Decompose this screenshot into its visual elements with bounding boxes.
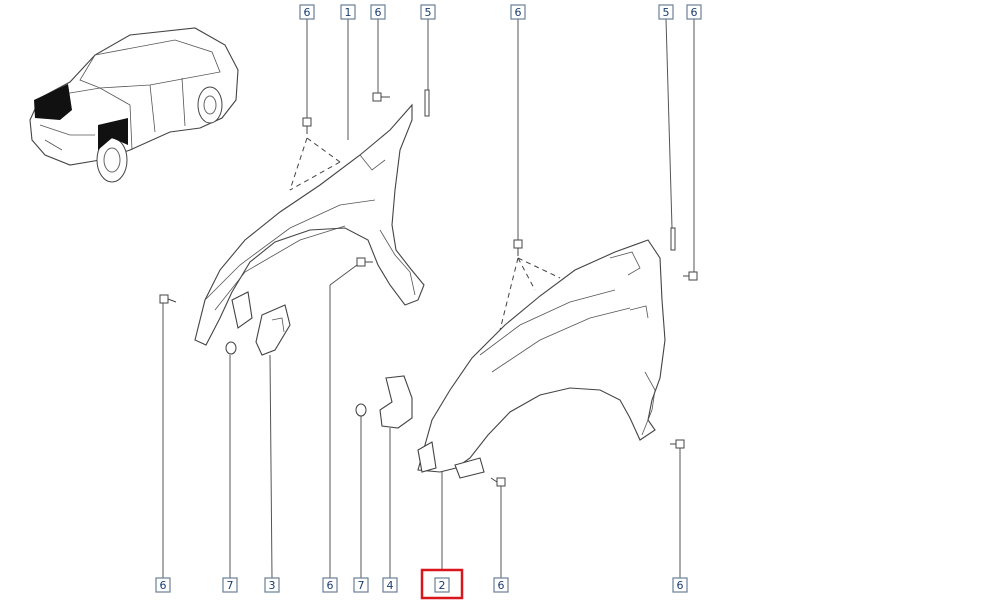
callout-top-4: 5 bbox=[420, 4, 436, 20]
fender-right bbox=[355, 239, 666, 479]
bolt-icon bbox=[159, 294, 177, 304]
callout-bottom-6: 4 bbox=[382, 577, 398, 593]
svg-text:4: 4 bbox=[387, 579, 394, 592]
assembly-lines bbox=[289, 137, 561, 331]
svg-text:3: 3 bbox=[269, 579, 276, 592]
callout-bottom-5: 7 bbox=[353, 577, 369, 593]
bolt-icon bbox=[372, 92, 390, 102]
pin-icon bbox=[424, 89, 430, 117]
svg-text:2: 2 bbox=[439, 579, 446, 592]
pin-icon bbox=[670, 227, 676, 251]
svg-text:1: 1 bbox=[345, 6, 352, 19]
bolt-icon bbox=[683, 271, 698, 281]
svg-text:5: 5 bbox=[425, 6, 432, 19]
callout-bottom-4: 6 bbox=[322, 577, 338, 593]
svg-text:6: 6 bbox=[515, 6, 522, 19]
bolt-icon bbox=[513, 239, 523, 256]
svg-text:6: 6 bbox=[304, 6, 311, 19]
fender-left bbox=[194, 103, 425, 356]
highlight-box bbox=[420, 568, 464, 600]
callout-top-1: 6 bbox=[299, 4, 315, 20]
leader-lines bbox=[162, 18, 695, 579]
svg-text:6: 6 bbox=[677, 579, 684, 592]
svg-text:6: 6 bbox=[375, 6, 382, 19]
callout-top-3: 6 bbox=[370, 4, 386, 20]
bolt-icon bbox=[356, 257, 373, 267]
svg-text:6: 6 bbox=[498, 579, 505, 592]
svg-text:6: 6 bbox=[160, 579, 167, 592]
callout-top-7: 6 bbox=[686, 4, 702, 20]
callout-bottom-7-highlighted: 2 bbox=[420, 568, 464, 600]
callout-bottom-3: 3 bbox=[264, 577, 280, 593]
svg-text:6: 6 bbox=[327, 579, 334, 592]
callout-top-6: 5 bbox=[658, 4, 674, 20]
callout-bottom-8: 6 bbox=[493, 577, 509, 593]
bolt-icon bbox=[302, 117, 312, 134]
vehicle-thumbnail bbox=[29, 27, 239, 183]
svg-text:6: 6 bbox=[691, 6, 698, 19]
callout-top-5: 6 bbox=[510, 4, 526, 20]
callout-bottom-2: 7 bbox=[222, 577, 238, 593]
callout-bottom-1: 6 bbox=[155, 577, 171, 593]
svg-text:7: 7 bbox=[227, 579, 234, 592]
callout-top-2: 1 bbox=[340, 4, 356, 20]
bolt-icon bbox=[670, 439, 685, 449]
callout-bottom-9: 6 bbox=[672, 577, 688, 593]
svg-text:7: 7 bbox=[358, 579, 365, 592]
svg-text:5: 5 bbox=[663, 6, 670, 19]
bolt-icon bbox=[490, 477, 506, 487]
